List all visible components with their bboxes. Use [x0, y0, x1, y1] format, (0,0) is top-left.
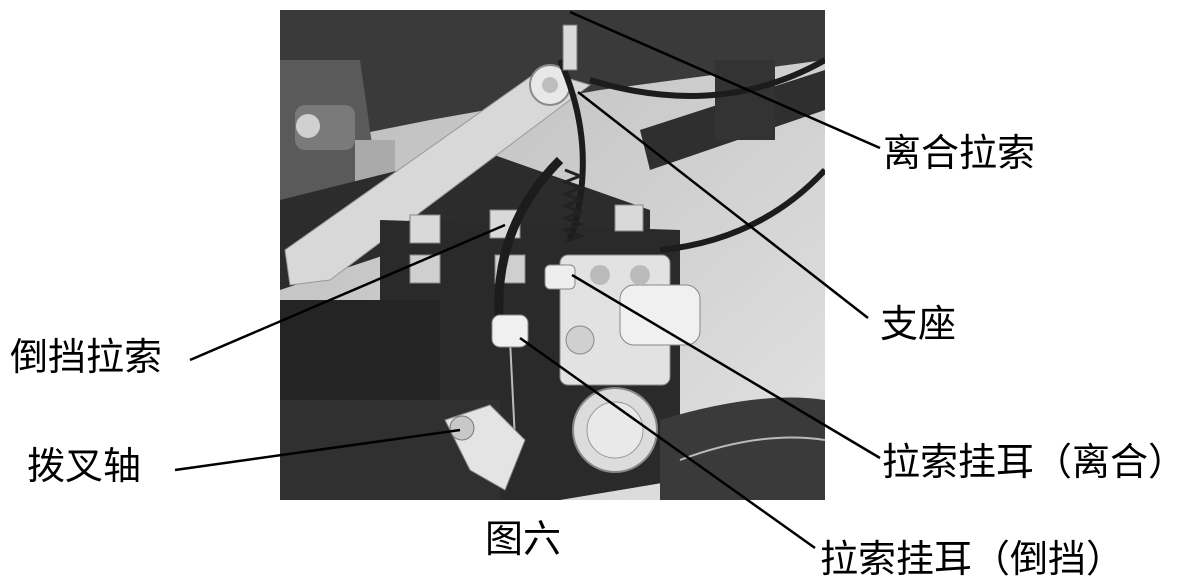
- cross-beam: [280, 150, 650, 290]
- label-reverse-cable-lug: 拉索挂耳（倒挡）: [820, 537, 1125, 581]
- spring: [560, 24, 585, 244]
- leader-clutch-lug: [571, 273, 881, 460]
- leader-clutch-cable: [569, 10, 881, 150]
- leader-support-seat: [577, 91, 869, 319]
- label-fork-shaft: 拨叉轴: [27, 444, 142, 488]
- leader-fork-shaft: [174, 428, 461, 472]
- label-clutch-cable-lug: 拉索挂耳（离合）: [882, 440, 1187, 484]
- lever-arm: [284, 69, 592, 286]
- render-image: [280, 10, 825, 500]
- leader-reverse-lug: [519, 336, 816, 550]
- leader-reverse-cable: [189, 223, 506, 362]
- figure-caption: 图六: [485, 517, 562, 561]
- leader-lines: [174, 10, 881, 550]
- label-reverse-cable: 倒挡拉索: [10, 335, 163, 379]
- reverse-cable-line: [494, 156, 564, 331]
- label-support-seat: 支座: [880, 302, 957, 346]
- label-clutch-cable: 离合拉索: [883, 131, 1036, 175]
